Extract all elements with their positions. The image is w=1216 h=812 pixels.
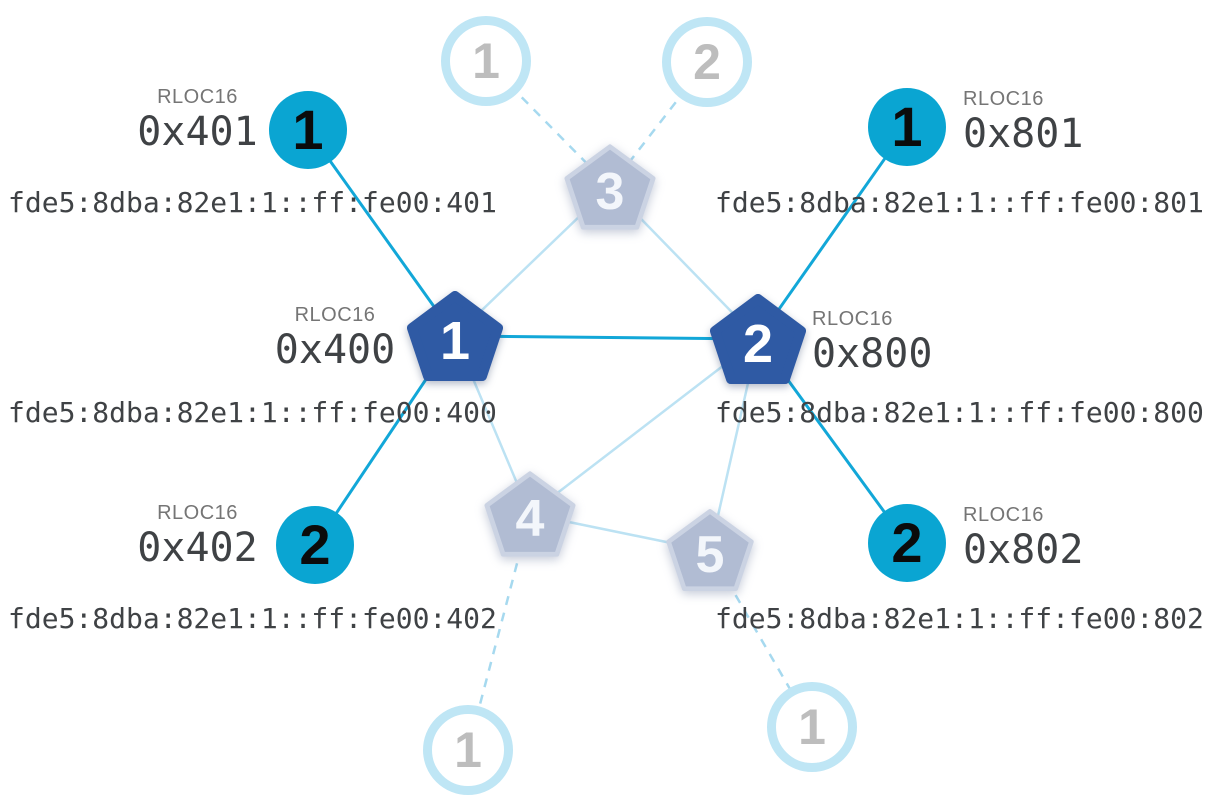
link-router2-router4	[529, 338, 759, 515]
rloc-label-child-801: RLOC16 0x801	[963, 86, 1163, 156]
pentagon-icon	[407, 291, 503, 381]
router-node[interactable]: 1	[405, 288, 505, 384]
rloc16-value: 0x401	[137, 109, 258, 155]
rloc16-caption: RLOC16	[294, 304, 376, 326]
rloc-label-router-1: RLOC16 0x400	[265, 302, 405, 372]
rloc16-caption: RLOC16	[157, 86, 238, 108]
link-router1-router2	[454, 334, 759, 341]
rloc-label-child-402: RLOC16 0x402	[130, 500, 265, 570]
rloc16-caption: RLOC16	[157, 502, 238, 524]
pentagon-icon	[666, 509, 754, 591]
router-node[interactable]: 2	[708, 291, 808, 387]
child-node[interactable]: 1	[868, 88, 946, 166]
link-fadedchild1-router3	[485, 60, 611, 188]
rloc-label-child-802: RLOC16 0x802	[963, 502, 1163, 572]
ipv6-address: fde5:8dba:82e1:1::ff:fe00:400	[8, 396, 497, 429]
link-child401-router1	[306, 129, 457, 337]
child-node[interactable]: 1	[269, 91, 347, 169]
ipv6-address: fde5:8dba:82e1:1::ff:fe00:401	[8, 186, 497, 219]
child-node[interactable]: 2	[868, 504, 946, 582]
rloc16-value: 0x802	[963, 527, 1084, 573]
node-number: 3	[595, 163, 625, 221]
router-node-faded[interactable]: 3	[562, 141, 658, 233]
link-child801-router2	[756, 126, 909, 340]
node-number: 1	[292, 98, 324, 161]
child-node[interactable]: 2	[276, 506, 354, 584]
node-number: 2	[299, 513, 331, 576]
router-node-faded[interactable]: 5	[664, 505, 756, 595]
ipv6-address: fde5:8dba:82e1:1::ff:fe00:801	[715, 186, 1204, 219]
rloc16-value: 0x400	[274, 327, 396, 373]
rloc16-value: 0x801	[963, 111, 1084, 157]
faded-child-node[interactable]: 1	[767, 682, 857, 772]
rloc16-caption: RLOC16	[963, 504, 1044, 526]
node-number: 1	[454, 722, 482, 778]
node-number: 1	[472, 33, 500, 89]
node-number: 2	[742, 314, 774, 374]
rloc-label-child-401: RLOC16 0x401	[130, 84, 265, 154]
rloc16-caption: RLOC16	[812, 308, 893, 330]
node-number: 1	[891, 95, 923, 158]
node-number: 2	[891, 511, 923, 574]
rloc16-caption: RLOC16	[963, 88, 1044, 110]
rloc-label-router-2: RLOC16 0x800	[812, 306, 1012, 376]
pentagon-icon	[484, 471, 576, 557]
node-number: 1	[798, 699, 826, 755]
ipv6-address: fde5:8dba:82e1:1::ff:fe00:402	[8, 602, 497, 635]
faded-child-node[interactable]: 1	[441, 16, 531, 106]
ipv6-address: fde5:8dba:82e1:1::ff:fe00:802	[715, 602, 1204, 635]
node-number: 5	[695, 526, 725, 584]
router-node-faded[interactable]: 4	[482, 468, 578, 560]
ipv6-address: fde5:8dba:82e1:1::ff:fe00:800	[715, 396, 1204, 429]
pentagon-icon	[710, 294, 806, 384]
pentagon-icon	[564, 144, 656, 230]
node-number: 1	[439, 311, 471, 371]
node-number: 2	[693, 34, 721, 90]
node-number: 4	[515, 490, 545, 548]
faded-child-node[interactable]: 2	[662, 17, 752, 107]
rloc16-value: 0x402	[137, 525, 258, 571]
faded-child-node[interactable]: 1	[423, 705, 513, 795]
rloc16-value: 0x800	[812, 331, 933, 377]
